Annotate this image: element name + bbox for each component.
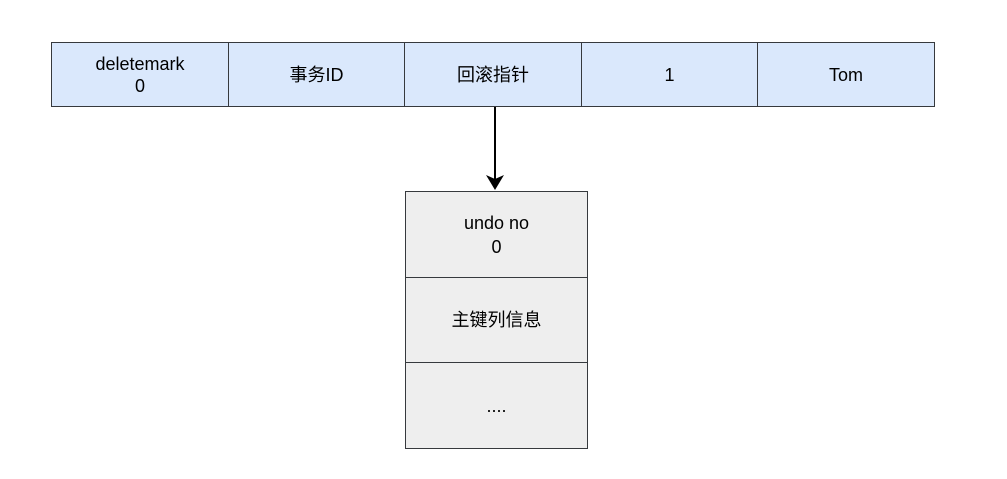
record-cell-transaction-id: 事务ID	[227, 42, 406, 107]
undo-cell-primary-key-info: 主键列信息	[405, 276, 588, 364]
undo-cell-ellipsis: ....	[405, 362, 588, 449]
record-cell-name-value-label: Tom	[828, 64, 863, 85]
record-cell-id-value-label: 1	[664, 64, 675, 85]
record-cell-rollback-pointer-label: 回滚指针	[457, 64, 529, 85]
record-row: deletemark 0 事务ID 回滚指针 1 Tom	[51, 42, 941, 107]
record-cell-deletemark-label: deletemark 0	[95, 53, 185, 96]
record-cell-rollback-pointer: 回滚指针	[404, 42, 582, 107]
undo-cell-undo-no: undo no 0	[405, 191, 588, 278]
arrowhead-icon	[486, 175, 504, 190]
undo-cell-ellipsis-label: ....	[486, 395, 507, 416]
undo-cell-undo-no-label: undo no 0	[463, 212, 530, 257]
record-cell-transaction-id-label: 事务ID	[289, 64, 344, 85]
undo-log-record: undo no 0 主键列信息 ....	[405, 191, 588, 452]
undo-cell-primary-key-info-label: 主键列信息	[451, 310, 542, 330]
record-cell-name-value: Tom	[757, 42, 935, 107]
record-cell-deletemark: deletemark 0	[51, 42, 229, 107]
